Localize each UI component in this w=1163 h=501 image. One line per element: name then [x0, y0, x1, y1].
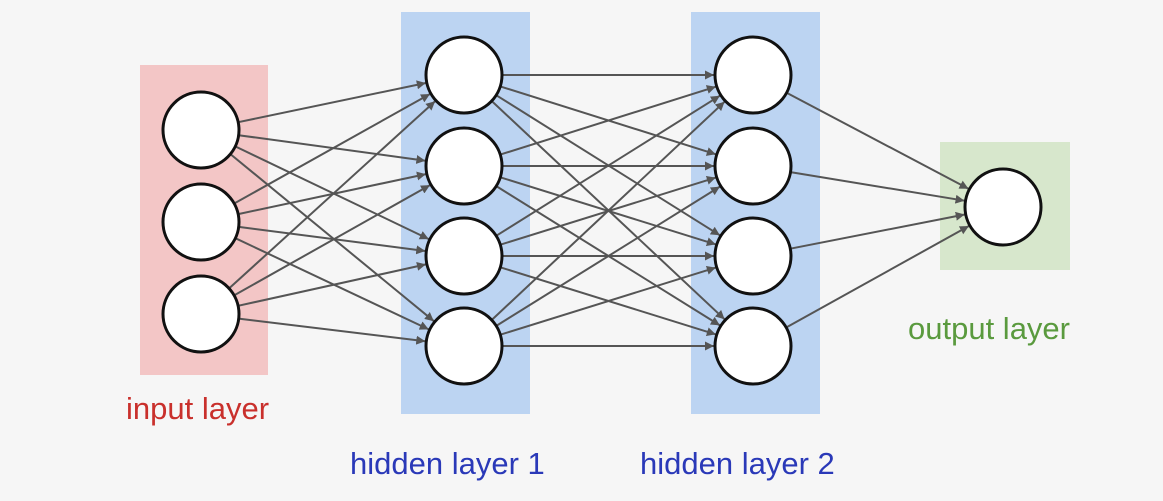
connection-hidden2-1-to-output-1	[786, 91, 969, 190]
hidden2-neuron-4	[713, 306, 793, 386]
input-neuron-2	[161, 182, 241, 262]
connection-input-2-to-hidden1-1	[233, 93, 431, 205]
connection-hidden2-2-to-output-1	[790, 171, 965, 204]
connection-hidden2-3-to-output-1	[790, 211, 965, 250]
hidden1-neuron-2	[424, 126, 504, 206]
hidden-layer-1-label: hidden layer 1	[350, 446, 545, 481]
input-neuron-1	[161, 90, 241, 170]
connection-hidden1-4-to-hidden2-3	[500, 265, 717, 336]
connection-input-3-to-hidden1-3	[237, 261, 427, 307]
connection-input-3-to-hidden1-4	[238, 317, 426, 345]
hidden2-neuron-1	[713, 35, 793, 115]
connection-hidden1-2-to-hidden2-1	[499, 85, 717, 156]
connection-input-1-to-hidden1-1	[237, 80, 427, 124]
output-layer-label: output layer	[908, 311, 1070, 346]
connection-input-2-to-hidden1-3	[238, 225, 426, 255]
input-layer-label: input layer	[126, 391, 270, 426]
hidden2-neuron-2	[713, 126, 793, 206]
input-neuron-3	[161, 274, 241, 354]
connection-input-3-to-hidden1-2	[233, 184, 431, 297]
hidden1-neuron-3	[424, 216, 504, 296]
hidden2-neuron-3	[713, 216, 793, 296]
output-neuron-1	[963, 167, 1043, 247]
connection-input-1-to-hidden1-3	[234, 145, 430, 241]
connection-input-3-to-hidden1-1	[228, 100, 436, 290]
hidden1-neuron-4	[424, 306, 504, 386]
hidden-layer-2-label: hidden layer 2	[640, 446, 835, 481]
connection-hidden2-4-to-output-1	[785, 225, 970, 329]
connection-hidden1-4-to-hidden2-1	[491, 100, 726, 321]
connection-hidden1-4-to-hidden2-2	[495, 185, 721, 327]
connection-input-1-to-hidden1-4	[229, 153, 435, 322]
hidden1-neuron-1	[424, 35, 504, 115]
connection-hidden1-3-to-hidden2-1	[495, 94, 721, 237]
